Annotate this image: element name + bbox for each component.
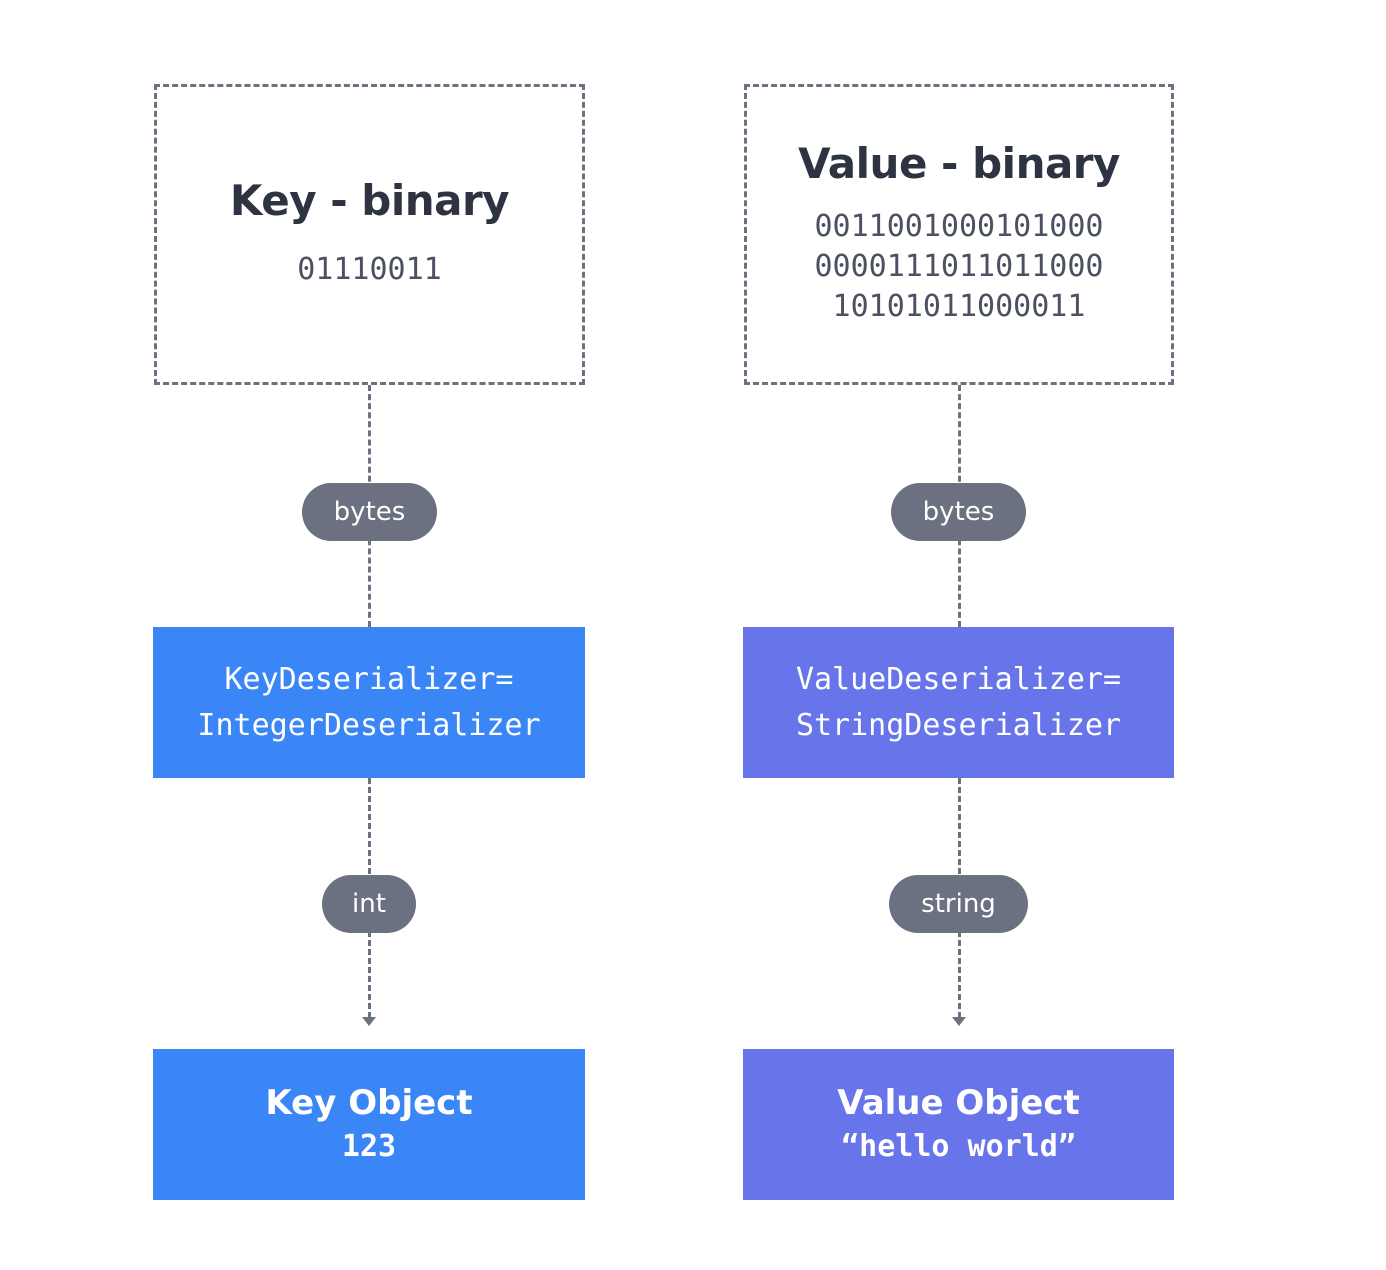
key-bits-line: 01110011 [297, 251, 442, 287]
value-deserializer-line-2: StringDeserializer [795, 707, 1122, 743]
key-bytes-pill: bytes [302, 483, 437, 541]
value-object-title: Value Object [837, 1082, 1080, 1123]
key-deserializer-line-2: IntegerDeserializer [197, 707, 541, 743]
key-object-title: Key Object [265, 1082, 473, 1123]
key-deserializer-line-1: KeyDeserializer= [224, 661, 514, 697]
key-int-pill: int [322, 875, 416, 933]
value-arrowhead [952, 1017, 966, 1026]
key-binary-title: Key - binary [229, 175, 510, 225]
value-string-pill: string [889, 875, 1028, 933]
value-object-value: “hello world” [841, 1128, 1076, 1164]
value-deserializer-line-1: ValueDeserializer= [795, 661, 1122, 697]
value-object-box: Value Object “hello world” [743, 1049, 1174, 1200]
value-bits-line: 10101011000011 [832, 288, 1086, 324]
key-deserializer-box: KeyDeserializer= IntegerDeserializer [153, 627, 585, 778]
value-bytes-pill: bytes [891, 483, 1026, 541]
value-bits-line: 0000111011011000 [814, 248, 1104, 284]
value-bits-line: 0011001000101000 [814, 208, 1104, 244]
value-deserializer-box: ValueDeserializer= StringDeserializer [743, 627, 1174, 778]
key-arrowhead [362, 1017, 376, 1026]
key-object-value: 123 [341, 1128, 397, 1164]
value-binary-box: Value - binary 0011001000101000 00001110… [744, 84, 1174, 385]
key-binary-bits: 01110011 [297, 250, 442, 290]
value-binary-title: Value - binary [798, 138, 1120, 188]
value-binary-bits: 0011001000101000 0000111011011000 101010… [815, 207, 1104, 327]
key-object-box: Key Object 123 [153, 1049, 585, 1200]
key-binary-box: Key - binary 01110011 [154, 84, 585, 385]
